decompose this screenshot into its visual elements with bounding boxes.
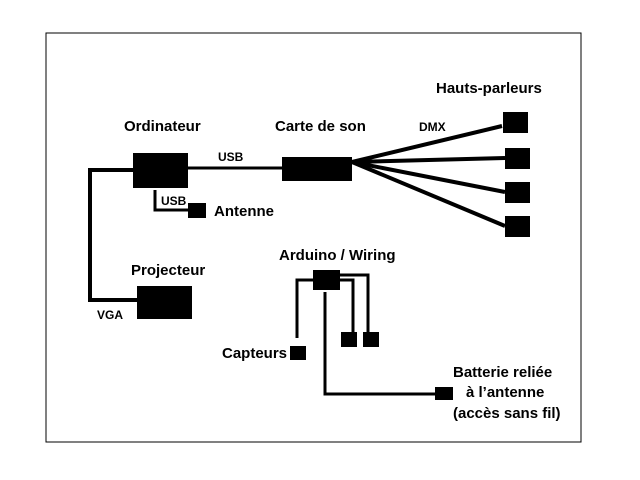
arduino-sensor-wire <box>295 278 315 338</box>
projector-label: Projecteur <box>131 262 205 279</box>
dmx-link-speaker-2 <box>351 156 506 164</box>
output-1-box <box>341 332 357 347</box>
battery-label-line-3: (accès sans fil) <box>453 405 561 422</box>
usb-antenna-link-label: USB <box>161 194 187 208</box>
dmx-link-speaker-4 <box>351 160 506 228</box>
speaker-1-box <box>503 112 528 133</box>
arduino-box <box>313 270 340 290</box>
battery-label-line-1: Batterie reliée <box>453 364 552 381</box>
sound-card-label: Carte de son <box>275 118 366 135</box>
usb-link-computer-antenna <box>153 190 188 212</box>
sound-card-box <box>282 157 352 181</box>
sensors-label: Capteurs <box>222 345 287 362</box>
connections <box>88 124 506 396</box>
antenna-label: Antenne <box>214 203 274 220</box>
diagram-frame <box>45 32 582 443</box>
output-2-box <box>363 332 379 347</box>
vga-link-computer-projector <box>88 168 137 302</box>
speakers-label: Hauts-parleurs <box>436 80 542 97</box>
vga-link-label: VGA <box>97 308 123 322</box>
computer-label: Ordinateur <box>124 118 201 135</box>
speaker-3-box <box>505 182 530 203</box>
arduino-output-wire-2 <box>340 273 370 333</box>
arduino-label: Arduino / Wiring <box>279 247 396 264</box>
battery-label-line-2: à l’antenne <box>466 384 544 401</box>
speaker-4-box <box>505 216 530 237</box>
dmx-link-label: DMX <box>419 120 446 134</box>
arduino-output-wire-1 <box>340 278 355 333</box>
usb-sound-link-label: USB <box>218 150 244 164</box>
speaker-2-box <box>505 148 530 169</box>
arduino-battery-wire <box>323 292 435 396</box>
antenna-box <box>188 203 206 218</box>
devices <box>133 112 530 400</box>
sensor-box <box>290 346 306 360</box>
dmx-link-speaker-3 <box>351 160 506 194</box>
dmx-link-speaker-1 <box>351 124 503 164</box>
projector-box <box>137 286 192 319</box>
battery-box <box>435 387 453 400</box>
dmx-links <box>351 124 506 228</box>
computer-box <box>133 153 188 188</box>
